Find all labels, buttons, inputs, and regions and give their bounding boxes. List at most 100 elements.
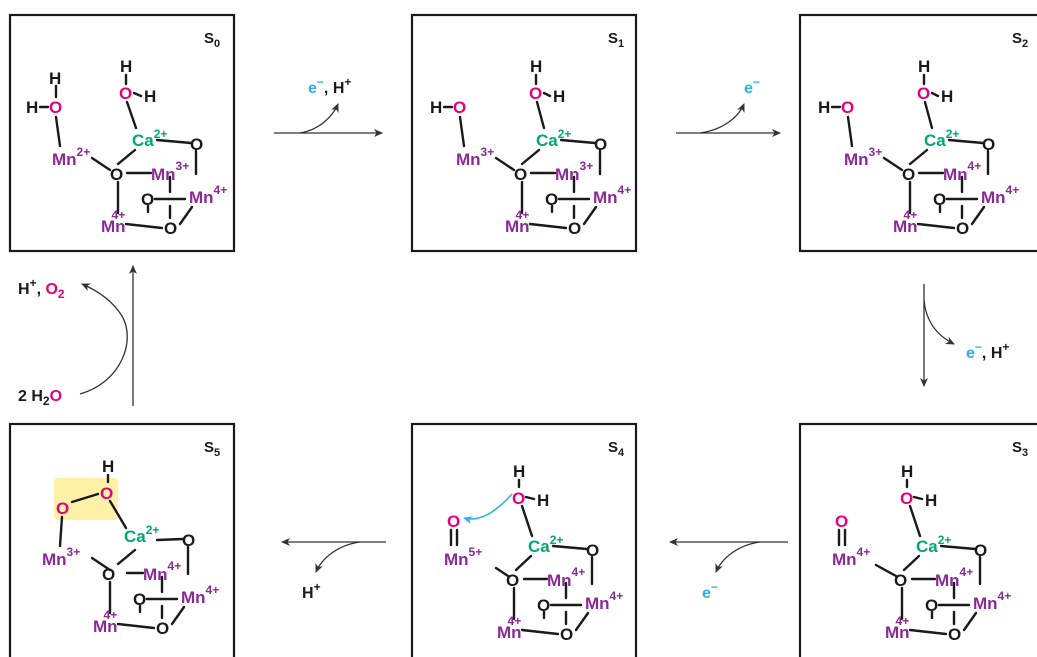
arrow-s1-to-s2-release — [699, 103, 745, 134]
state-label-s4: S4 — [608, 439, 625, 459]
cluster-s5: H O O Ca2+ Mn3+ O Mn4+ O Mn4+ O Mn4+ O — [42, 457, 219, 638]
s5-mn-left: Mn3+ — [42, 545, 80, 569]
s3-o-oxo: O — [835, 512, 848, 531]
state-label-s2: S2 — [1012, 30, 1028, 50]
s5-o-bridge-left: O — [102, 565, 115, 584]
s1-h-mn-hydroxide: H — [430, 98, 442, 117]
s0-h-mn-water-left: H — [26, 98, 38, 117]
s4-o-center: O — [537, 596, 550, 615]
s2-h2-ca-water: H — [941, 87, 953, 106]
s2-o-mn-hydroxide: O — [841, 98, 854, 117]
s1-o-center: O — [545, 190, 558, 209]
s1-o-bottom: O — [568, 219, 581, 238]
label-s3-to-s4: e− — [702, 580, 718, 602]
state-label-s5: S5 — [204, 439, 220, 459]
arrow-s5-to-s0-water-curve — [79, 283, 128, 395]
s0-mn-right: Mn4+ — [189, 183, 227, 207]
s5-o-bridge-right: O — [182, 531, 195, 550]
cluster-s4: H O H O Ca2+ Mn5+ O Mn4+ O Mn4+ O Mn4+ O — [444, 462, 623, 644]
s3-o-bridge-left: O — [894, 571, 907, 590]
s4-mn-mid: Mn4+ — [547, 565, 585, 590]
cluster-s1: H O H H O Ca2+ Mn3+ O Mn3+ O Mn4+ O Mn4+… — [430, 57, 631, 238]
s4-h-ca-water: H — [513, 462, 525, 481]
state-label-s0: S0 — [204, 30, 220, 50]
s0-o-mn-water: O — [49, 98, 62, 117]
s0-mn-bottom: Mn4+ — [101, 208, 126, 236]
s4-electron-transfer-arrow — [463, 493, 513, 525]
s0-ca: Ca2+ — [132, 127, 167, 150]
s0-o-bottom: O — [164, 219, 177, 238]
s2-o-center: O — [933, 190, 946, 209]
state-label-s3: S3 — [1012, 439, 1028, 459]
s4-h2-ca-water: H — [537, 491, 549, 510]
s1-o-bridge-left: O — [514, 165, 527, 184]
s5-o-peroxide-upper: O — [100, 484, 113, 503]
s3-o-ca-water: O — [900, 489, 913, 508]
s0-mn-left: Mn2+ — [52, 145, 90, 169]
s0-h-ca-water: H — [120, 57, 132, 76]
s0-o-center: O — [141, 190, 154, 209]
s2-ca: Ca2+ — [924, 127, 959, 150]
s5-mn-right: Mn4+ — [181, 583, 219, 607]
s4-o-ca-water: O — [512, 489, 525, 508]
s4-mn-left: Mn5+ — [444, 545, 482, 569]
s1-mn-right: Mn4+ — [593, 183, 631, 207]
s0-o-bridge-right: O — [190, 135, 203, 154]
cluster-s3: H O H O Ca2+ Mn4+ O Mn4+ O Mn4+ O Mn4+ O — [832, 462, 1011, 644]
s1-ca: Ca2+ — [536, 127, 571, 150]
cluster-s2: H O H H O Ca2+ Mn3+ O Mn4+ O Mn4+ O Mn4+… — [818, 57, 1019, 238]
s5-o-peroxide-lower: O — [56, 499, 69, 518]
panel-s1 — [410, 13, 638, 253]
cluster-s0: H O H H H O Ca2+ Mn2+ O Mn3+ O Mn4+ O Mn… — [26, 57, 227, 238]
s5-mn-mid: Mn4+ — [143, 559, 181, 584]
s5-o-bottom: O — [156, 619, 169, 638]
s3-o-center: O — [925, 596, 938, 615]
label-s2-to-s3: e−, H+ — [966, 340, 1009, 362]
s0-o-bridge-left: O — [110, 165, 123, 184]
s3-ca: Ca2+ — [916, 533, 951, 556]
s2-o-bridge-right: O — [982, 135, 995, 154]
label-s1-to-s2: e− — [744, 75, 760, 97]
s2-mn-left: Mn3+ — [844, 145, 882, 169]
s1-h2-ca-water: H — [553, 87, 565, 106]
panel-s4 — [410, 422, 638, 657]
s5-peroxide-highlight — [54, 478, 118, 520]
s2-mn-right: Mn4+ — [981, 183, 1019, 207]
s0-o-ca-water: O — [119, 84, 132, 103]
s5-ca: Ca2+ — [124, 523, 159, 546]
s2-h-ca-water: H — [918, 57, 930, 76]
s2-h-mn-hydroxide: H — [818, 98, 830, 117]
s0-h2-ca-water: H — [144, 87, 156, 106]
s1-o-ca-water: O — [529, 84, 542, 103]
label-s0-to-s1: e−, H+ — [308, 75, 351, 97]
s2-mn-bottom: Mn4+ — [893, 208, 918, 236]
s4-o-bottom: O — [560, 625, 573, 644]
s3-h-ca-water: H — [901, 462, 913, 481]
s2-o-bottom: O — [956, 219, 969, 238]
s3-h2-ca-water: H — [925, 491, 937, 510]
arrow-s4-to-s5-release — [315, 541, 361, 573]
s3-mn-mid: Mn4+ — [935, 565, 973, 590]
s1-mn-bottom: Mn4+ — [505, 208, 530, 236]
state-label-s1: S1 — [608, 30, 624, 50]
s1-mn-mid: Mn3+ — [555, 159, 593, 184]
s3-o-bottom: O — [948, 625, 961, 644]
s4-mn-bottom: Mn4+ — [497, 614, 522, 642]
panel-s5 — [8, 422, 236, 657]
s3-mn-bottom: Mn4+ — [885, 614, 910, 642]
label-s4-to-s5: H+ — [302, 580, 321, 602]
s4-ca: Ca2+ — [528, 533, 563, 556]
s5-h-peroxide: H — [102, 457, 114, 476]
s1-h-ca-water: H — [530, 57, 542, 76]
label-s5-to-s0-water: 2 H2O — [18, 388, 62, 408]
label-s5-to-s0-products: H+, O2 — [18, 276, 65, 301]
arrow-s3-to-s4-release — [715, 541, 761, 573]
s4-o-bridge-right: O — [586, 541, 599, 560]
arrow-s2-to-s3-release — [923, 299, 955, 345]
arrow-s0-to-s1-release — [299, 103, 339, 134]
s1-mn-left: Mn3+ — [456, 145, 494, 169]
s2-mn-mid: Mn4+ — [943, 159, 981, 184]
s4-o-bridge-left: O — [506, 571, 519, 590]
s3-mn-left: Mn4+ — [832, 545, 870, 569]
